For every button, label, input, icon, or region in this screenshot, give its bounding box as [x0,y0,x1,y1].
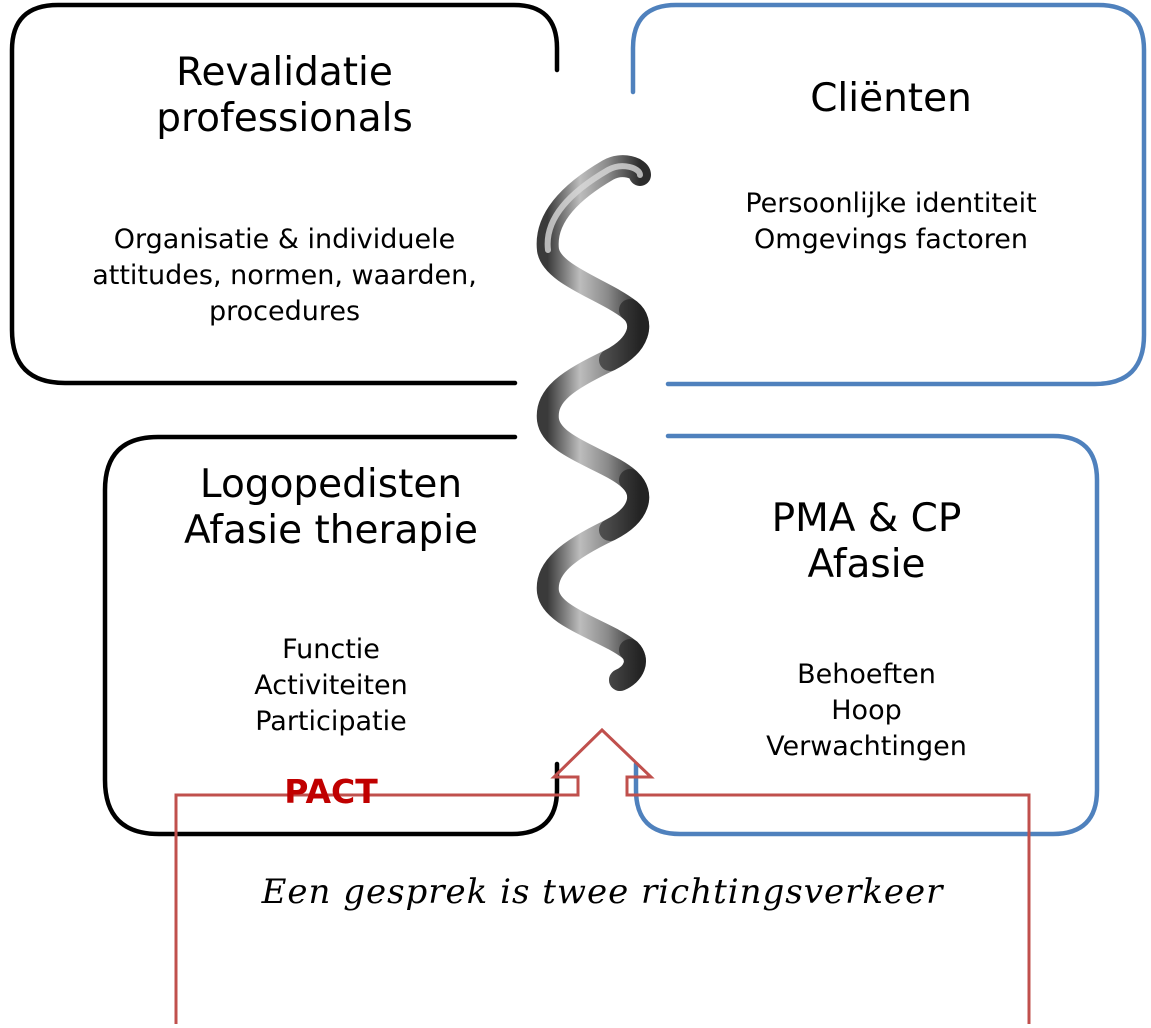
logopedisten-box-frame [102,434,560,837]
callout-arrow-frame [174,727,1031,1024]
pma-body-line1: Behoeften [797,659,936,690]
clienten-title: Cliënten [810,76,972,121]
revalidatie-body: Organisatie & individuele attitudes, nor… [12,222,557,330]
pma-body-line2: Hoop [831,695,902,726]
pma-title-line1: PMA & CP [771,496,962,541]
logopedisten-title-line1: Logopedisten [199,462,463,507]
revalidatie-body-line1: Organisatie & individuele [113,224,456,255]
clienten-body-line2: Omgevings factoren [754,224,1028,255]
logopedisten-body: Functie Activiteiten Participatie [105,632,557,740]
pact-label: PACT [284,772,378,811]
revalidatie-title-line2: professionals [156,96,413,141]
pma-title-line2: Afasie [807,542,926,587]
pma-body-line3: Verwachtingen [766,731,967,762]
revalidatie-body-line2: attitudes, normen, waarden, [92,260,477,291]
pma-box-frame [633,433,1100,837]
logopedisten-title-line2: Afasie therapie [184,508,478,553]
clienten-box-frame [630,2,1147,387]
helix-spiral-icon [536,155,651,691]
revalidatie-title: Revalidatie professionals [12,50,557,142]
clienten-body: Persoonlijke identiteit Omgevings factor… [636,186,1146,258]
pma-title: PMA & CP Afasie [636,496,1097,588]
logopedisten-title: Logopedisten Afasie therapie [105,462,557,554]
revalidatie-body-line3: procedures [208,296,361,327]
logopedisten-body-line2: Activiteiten [254,670,408,701]
revalidatie-box-frame [9,2,560,386]
pma-body: Behoeften Hoop Verwachtingen [636,657,1097,765]
revalidatie-title-line1: Revalidatie [176,50,393,95]
logopedisten-body-line3: Participatie [255,706,407,737]
callout-text: Een gesprek is twee richtingsverkeer [261,872,944,912]
logopedisten-body-line1: Functie [282,634,380,665]
clienten-body-line1: Persoonlijke identiteit [745,188,1037,219]
